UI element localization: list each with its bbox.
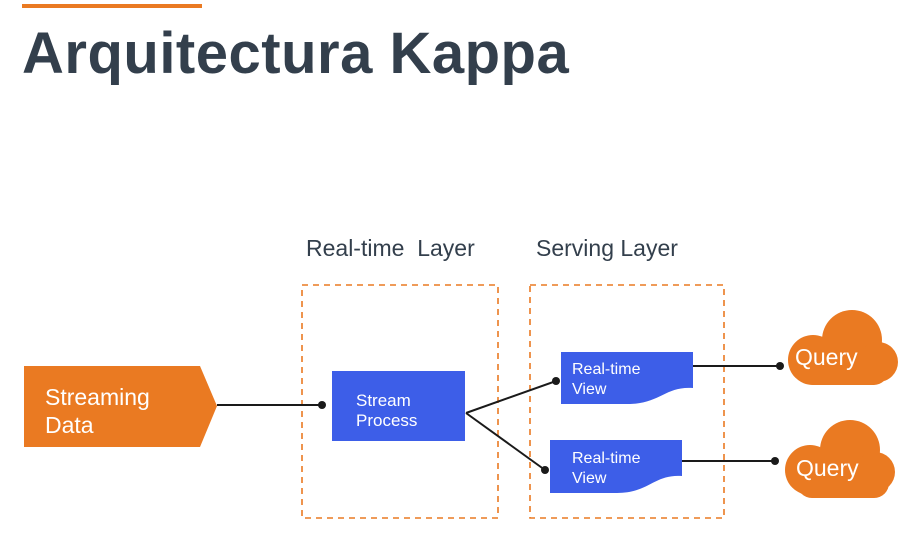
realtime-view-shape-2	[550, 440, 682, 493]
connector-process-to-view-1	[465, 380, 557, 414]
streaming-data-shape	[24, 366, 217, 447]
stream-process-node: Stream Process	[332, 371, 465, 441]
cloud-icon	[788, 310, 898, 385]
connector-dot	[776, 362, 784, 370]
realtime-view-node-2: Real-time View	[550, 440, 682, 493]
connector-dot	[318, 401, 326, 409]
stream-process-shape	[332, 371, 465, 441]
serving-layer-box	[529, 284, 725, 519]
realtime-layer-label: Real-time Layer	[306, 235, 475, 261]
cloud-icon	[785, 420, 895, 498]
realtime-view-shape-1	[561, 352, 693, 404]
serving-layer-label: Serving Layer	[536, 235, 678, 261]
streaming-data-label-line1: Streaming	[45, 384, 150, 410]
stream-process-label-line2: Process	[356, 411, 417, 430]
realtime-view-2-label-line1: Real-time	[572, 450, 641, 467]
realtime-view-1-label-line2: View	[572, 381, 607, 398]
query-1-label: Query	[795, 344, 858, 370]
stream-process-label-line1: Stream	[356, 391, 411, 410]
connector-dots	[318, 362, 784, 474]
connector-dot	[552, 377, 560, 385]
streaming-data-node: Streaming Data	[24, 366, 217, 447]
slide-title: Arquitectura Kappa	[22, 21, 570, 86]
connectors	[217, 365, 780, 471]
title-accent-bar	[22, 4, 202, 8]
query-cloud-2: Query	[785, 420, 895, 498]
connector-dot	[541, 466, 549, 474]
connector-dot	[771, 457, 779, 465]
query-cloud-1: Query	[788, 310, 898, 385]
query-2-label: Query	[796, 455, 859, 481]
realtime-view-node-1: Real-time View	[561, 352, 693, 404]
realtime-view-2-label-line2: View	[572, 470, 607, 487]
realtime-view-1-label-line1: Real-time	[572, 361, 641, 378]
connector-process-to-view-2	[465, 412, 546, 471]
streaming-data-label-line2: Data	[45, 412, 94, 438]
